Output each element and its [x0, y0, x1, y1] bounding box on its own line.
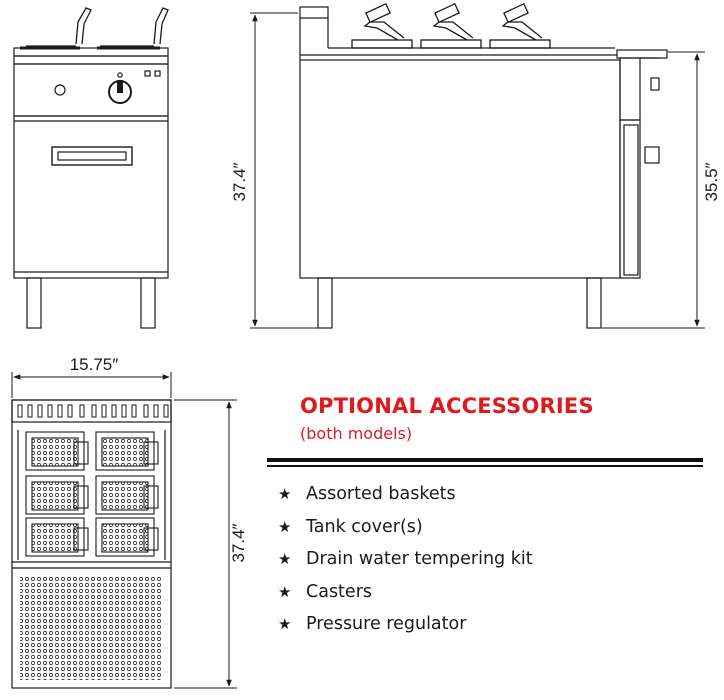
list-item-label: Pressure regulator	[306, 614, 467, 635]
list-item-label: Assorted baskets	[306, 484, 456, 505]
plan-view	[11, 399, 172, 689]
list-item: ★ Tank cover(s)	[278, 511, 533, 544]
front-basket-handles	[26, 7, 169, 47]
front-width-label: 15.75″	[70, 355, 119, 374]
vent-slots	[17, 404, 169, 418]
accessories-subtitle: (both models)	[300, 424, 413, 443]
accessories-list: ★ Assorted baskets ★ Tank cover(s) ★ Drain …	[278, 478, 533, 641]
side-dimension-lines	[250, 12, 705, 329]
side-baskets	[351, 2, 551, 49]
star-bullet-icon: ★	[278, 485, 292, 504]
side-height-total-label: 37.4″	[230, 162, 249, 201]
side-height-body-label: 35.5″	[702, 162, 721, 201]
accessories-title: OPTIONAL ACCESSORIES	[300, 394, 594, 418]
list-item: ★ Assorted baskets	[278, 478, 533, 511]
star-bullet-icon: ★	[278, 582, 292, 601]
list-item-label: Drain water tempering kit	[306, 549, 533, 570]
list-item: ★ Casters	[278, 576, 533, 609]
divider-thin	[267, 465, 703, 467]
list-item-label: Casters	[306, 581, 373, 602]
list-item-label: Tank cover(s)	[306, 516, 423, 537]
star-bullet-icon: ★	[278, 517, 292, 536]
star-bullet-icon: ★	[278, 615, 292, 634]
plan-depth-label: 37.4″	[229, 523, 248, 562]
star-bullet-icon: ★	[278, 550, 292, 569]
list-item: ★ Drain water tempering kit	[278, 543, 533, 576]
list-item: ★ Pressure regulator	[278, 608, 533, 641]
divider-thick	[267, 458, 703, 462]
front-view	[13, 7, 169, 329]
plan-dimension-lines	[11, 372, 237, 689]
side-view	[299, 2, 668, 329]
plan-baskets	[25, 431, 159, 557]
